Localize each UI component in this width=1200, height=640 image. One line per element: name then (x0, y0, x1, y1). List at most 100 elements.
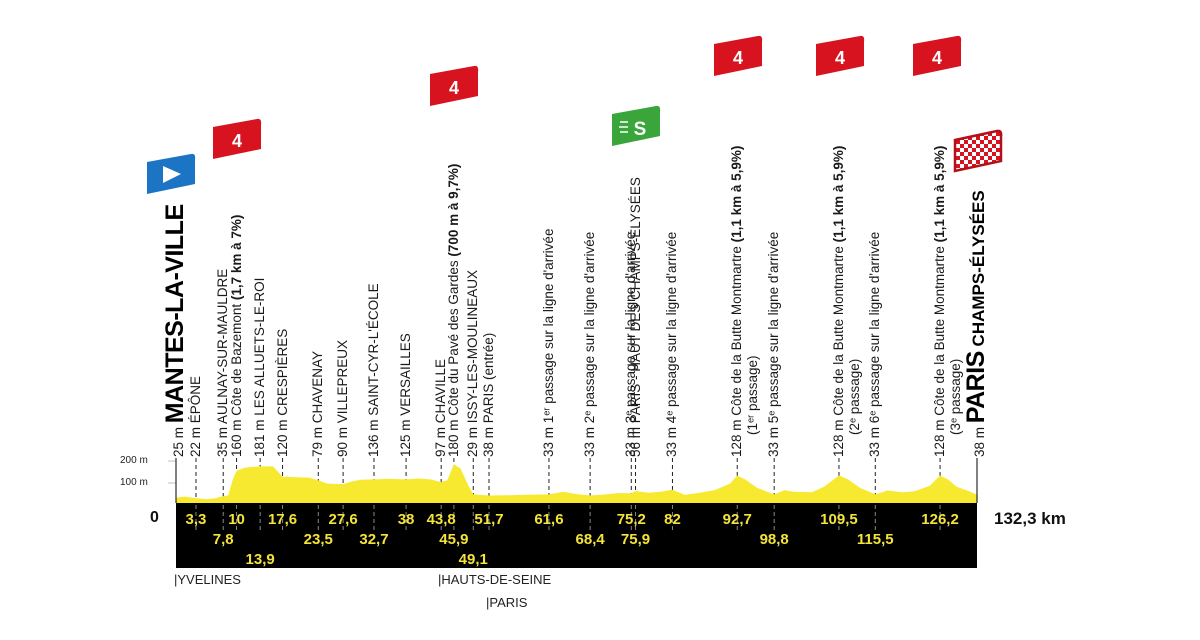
climb-category: 4 (932, 48, 942, 68)
waypoint-text: 181 m LES ALLUETS-LE-ROI (252, 277, 268, 457)
waypoint-bold: (700 m à 9,7%) (445, 163, 461, 257)
climb-cat4-icon: 4 (816, 35, 865, 76)
waypoint-big: PARIS (962, 351, 990, 424)
km-marker-label: 68,4 (576, 531, 606, 548)
waypoint-label: 128 m Côte de la Butte Montmartre (1,1 k… (831, 146, 863, 457)
waypoint-label: 128 m Côte de la Butte Montmartre (1,1 k… (932, 146, 964, 457)
climb-category: 4 (232, 131, 242, 151)
sprint-icon: S (612, 105, 661, 146)
waypoint-text: 38 m PARIS (entrée) (481, 332, 496, 457)
km-marker-label: 17,6 (268, 511, 297, 528)
km-marker-label: 82 (664, 511, 681, 528)
waypoint-text: 33 m 4ᵉ passage sur la ligne d'arrivée (664, 231, 680, 457)
waypoint-text: 180 m Côte du Pavé des Gardes (445, 256, 461, 457)
km-marker-label: 27,6 (329, 511, 358, 528)
waypoint-text: 29 m ISSY-LES-MOULINEAUX (465, 269, 481, 457)
climb-category: 4 (835, 48, 845, 68)
km-marker-label: 61,6 (534, 511, 563, 528)
waypoint-label: 56 m PARIS - HAUT DES CHAMPS-ÉLYSÉES (628, 177, 644, 457)
waypoint-text: 136 m SAINT-CYR-L'ÉCOLE (365, 283, 381, 457)
km-marker-label: 126,2 (921, 511, 959, 528)
km-marker-label: 109,5 (820, 511, 858, 528)
waypoint-bold: (1,1 km à 5,9%) (729, 145, 745, 243)
waypoint-text: 160 m Côte de Bazemont (228, 300, 244, 457)
climb-category: 4 (733, 48, 743, 68)
elevation-profile-area (176, 464, 977, 503)
km-marker-label: 7,8 (213, 531, 234, 548)
finish-checkered-flag-icon (953, 129, 1003, 173)
department-yvelines: |YVELINES (174, 572, 241, 587)
waypoint-passage: (2ᵉ passage) (846, 358, 862, 435)
waypoint-label: 136 m SAINT-CYR-L'ÉCOLE (366, 283, 382, 457)
waypoint-label: 125 m VERSAILLES (398, 333, 414, 457)
km-marker-label: 49,1 (459, 551, 488, 568)
climb-category: 4 (449, 78, 459, 98)
waypoint-text: 90 m VILLEPREUX (335, 339, 351, 457)
waypoint-label: 33 m 2ᵉ passage sur la ligne d'arrivée (582, 232, 598, 457)
waypoint-text: 79 m CHAVENAY (310, 350, 326, 457)
waypoint-label: 90 m VILLEPREUX (335, 340, 351, 457)
waypoint-bold: (1,1 km à 5,9%) (830, 145, 846, 243)
waypoint-passage: (1ᵉʳ passage) (745, 355, 761, 435)
km-marker-label: 115,5 (857, 531, 894, 548)
waypoint-text: 33 m 6ᵉ passage sur la ligne d'arrivée (867, 231, 883, 457)
waypoint-text: 128 m Côte de la Butte Montmartre (729, 242, 745, 457)
waypoint-text: 128 m Côte de la Butte Montmartre (932, 242, 948, 457)
waypoint-label: 180 m Côte du Pavé des Gardes (700 m à 9… (446, 164, 462, 457)
km-marker-label: 10 (228, 511, 245, 528)
waypoint-big: MANTES-LA-VILLE (161, 204, 189, 424)
waypoint-text: 128 m Côte de la Butte Montmartre (830, 242, 846, 457)
waypoint-label: 160 m Côte de Bazemont (1,7 km à 7%) (229, 215, 245, 457)
km-marker-label: 38 (398, 511, 415, 528)
waypoint-label: 79 m CHAVENAY (310, 351, 326, 457)
waypoint-text: 33 m 2ᵉ passage sur la ligne d'arrivée (582, 231, 598, 457)
km-marker-label: 23,5 (304, 531, 333, 548)
climb-cat4-icon: 4 (714, 35, 763, 76)
waypoint-label: 181 m LES ALLUETS-LE-ROI (252, 278, 268, 457)
y-tick-100: 100 m (120, 477, 148, 488)
y-tick-200: 200 m (120, 455, 148, 466)
waypoint-text: 56 m PARIS - HAUT DES CHAMPS-ÉLYSÉES (627, 177, 643, 457)
climb-cat4-icon: 4 (430, 65, 479, 106)
start-km-label: 0 (150, 509, 159, 526)
waypoint-label: 22 m ÉPÔNE (188, 376, 204, 457)
waypoint-label: 38 m PARIS CHAMPS-ÉLYSÉES (962, 190, 993, 457)
km-marker-label: 75,9 (621, 531, 650, 548)
waypoint-bold: (1,7 km à 7%) (228, 214, 244, 301)
climb-cat4-icon: 4 (213, 118, 262, 159)
sprint-label: S (634, 119, 647, 140)
waypoint-mid: CHAMPS-ÉLYSÉES (969, 190, 988, 352)
km-marker-label: 75,2 (617, 511, 646, 528)
department-paris: |PARIS (486, 595, 528, 610)
km-marker-label: 43,8 (427, 511, 456, 528)
waypoint-label: 120 m CRESPIÈRES (275, 329, 291, 457)
waypoint-text: 35 m AULNAY-SUR-MAULDRE (215, 268, 231, 457)
km-band (176, 503, 977, 568)
km-marker-label: 32,7 (359, 531, 388, 548)
waypoint-label: 33 m 6ᵉ passage sur la ligne d'arrivée (867, 232, 883, 457)
start-flag-icon (147, 153, 196, 194)
waypoint-text: 38 m (972, 423, 987, 457)
km-marker-label: 45,9 (439, 531, 468, 548)
km-marker-label: 92,7 (723, 511, 752, 528)
km-marker-label: 13,9 (246, 551, 275, 568)
waypoint-label: 128 m Côte de la Butte Montmartre (1,1 k… (729, 146, 761, 457)
waypoint-label: 33 m 4ᵉ passage sur la ligne d'arrivée (664, 232, 680, 457)
km-marker-label: 98,8 (760, 531, 789, 548)
waypoint-bold: (1,1 km à 5,9%) (932, 145, 948, 243)
waypoint-label: 33 m 5ᵉ passage sur la ligne d'arrivée (766, 232, 782, 457)
climb-cat4-icon: 4 (913, 35, 962, 76)
waypoint-text: 22 m ÉPÔNE (187, 375, 203, 457)
waypoint-text: 120 m CRESPIÈRES (274, 328, 290, 457)
km-marker-label: 3,3 (186, 511, 207, 528)
total-distance-label: 132,3 km (994, 509, 1066, 528)
waypoint-label: 38 m PARIS (entrée) (481, 333, 497, 457)
waypoint-label: 29 m ISSY-LES-MOULINEAUX (465, 270, 481, 457)
waypoint-label: 33 m 1ᵉʳ passage sur la ligne d'arrivée (541, 229, 557, 457)
waypoint-text: 25 m (171, 423, 186, 457)
waypoint-text: 125 m VERSAILLES (398, 333, 414, 457)
waypoint-text: 33 m 5ᵉ passage sur la ligne d'arrivée (766, 231, 782, 457)
waypoint-text: 33 m 1ᵉʳ passage sur la ligne d'arrivée (540, 228, 556, 457)
km-marker-label: 51,7 (474, 511, 503, 528)
